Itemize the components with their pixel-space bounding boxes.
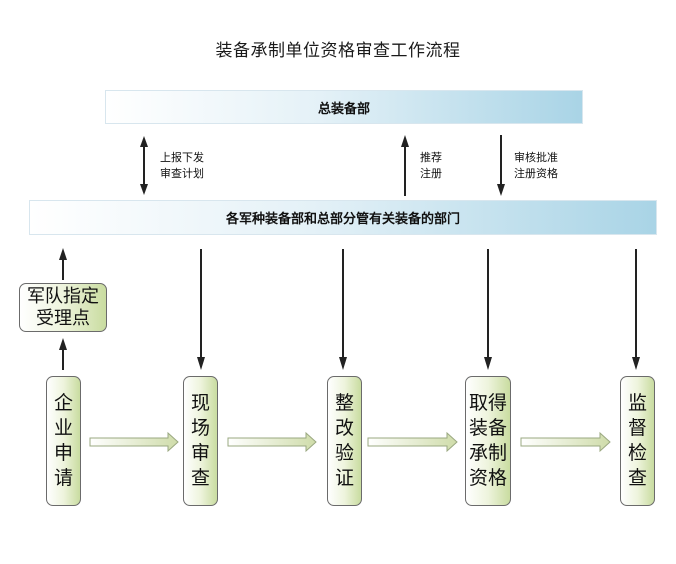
report-issue-line1: 上报下发 xyxy=(160,151,204,164)
up-arrow-recommend xyxy=(401,135,409,196)
down-arrow-approve xyxy=(497,135,505,196)
approve-label: 审核批准 注册资格 xyxy=(514,150,558,182)
flow-arrow-3 xyxy=(367,431,458,453)
step-label: 整改验证 xyxy=(334,392,354,489)
top-department-bar: 总装备部 xyxy=(105,90,583,124)
middle-department-bar: 各军种装备部和总部分管有关装备的部门 xyxy=(29,200,657,235)
report-issue-label: 上报下发 审查计划 xyxy=(160,150,204,182)
step-supervision: 监督检查 xyxy=(620,376,655,506)
down-arrow-obtain-qualification xyxy=(484,249,492,370)
middle-department-label: 各军种装备部和总部分管有关装备的部门 xyxy=(225,212,460,227)
step-onsite-review: 现场审查 xyxy=(183,376,218,506)
approve-line2: 注册资格 xyxy=(514,167,558,180)
step-label: 取得装备承制资格 xyxy=(468,392,507,489)
recommend-label: 推荐 注册 xyxy=(420,150,442,182)
down-arrow-onsite-review xyxy=(197,249,205,370)
flow-arrow-1 xyxy=(89,431,179,453)
step-rectification: 整改验证 xyxy=(327,376,362,506)
diagram-title: 装备承制单位资格审查工作流程 xyxy=(215,41,461,61)
step-obtain-qualification: 取得装备承制资格 xyxy=(465,376,511,506)
report-issue-line2: 审查计划 xyxy=(160,167,204,180)
reception-point-label: 军队指定受理点 xyxy=(27,285,99,329)
step-label: 现场审查 xyxy=(190,392,210,489)
double-arrow-report-issue xyxy=(140,136,148,195)
recommend-line1: 推荐 xyxy=(420,151,442,164)
up-arrow-to-mid-dept xyxy=(59,248,67,280)
flow-arrow-4 xyxy=(520,431,611,453)
step-enterprise-application: 企业申请 xyxy=(46,376,81,506)
flow-arrow-2 xyxy=(227,431,317,453)
down-arrow-supervision xyxy=(632,249,640,370)
recommend-line2: 注册 xyxy=(420,167,442,180)
step-label: 监督检查 xyxy=(627,392,647,489)
down-arrow-rectification xyxy=(339,249,347,370)
reception-point-box: 军队指定受理点 xyxy=(19,283,107,332)
approve-line1: 审核批准 xyxy=(514,151,558,164)
step-label: 企业申请 xyxy=(53,392,73,489)
up-arrow-to-reception xyxy=(59,338,67,370)
top-department-label: 总装备部 xyxy=(317,101,370,117)
